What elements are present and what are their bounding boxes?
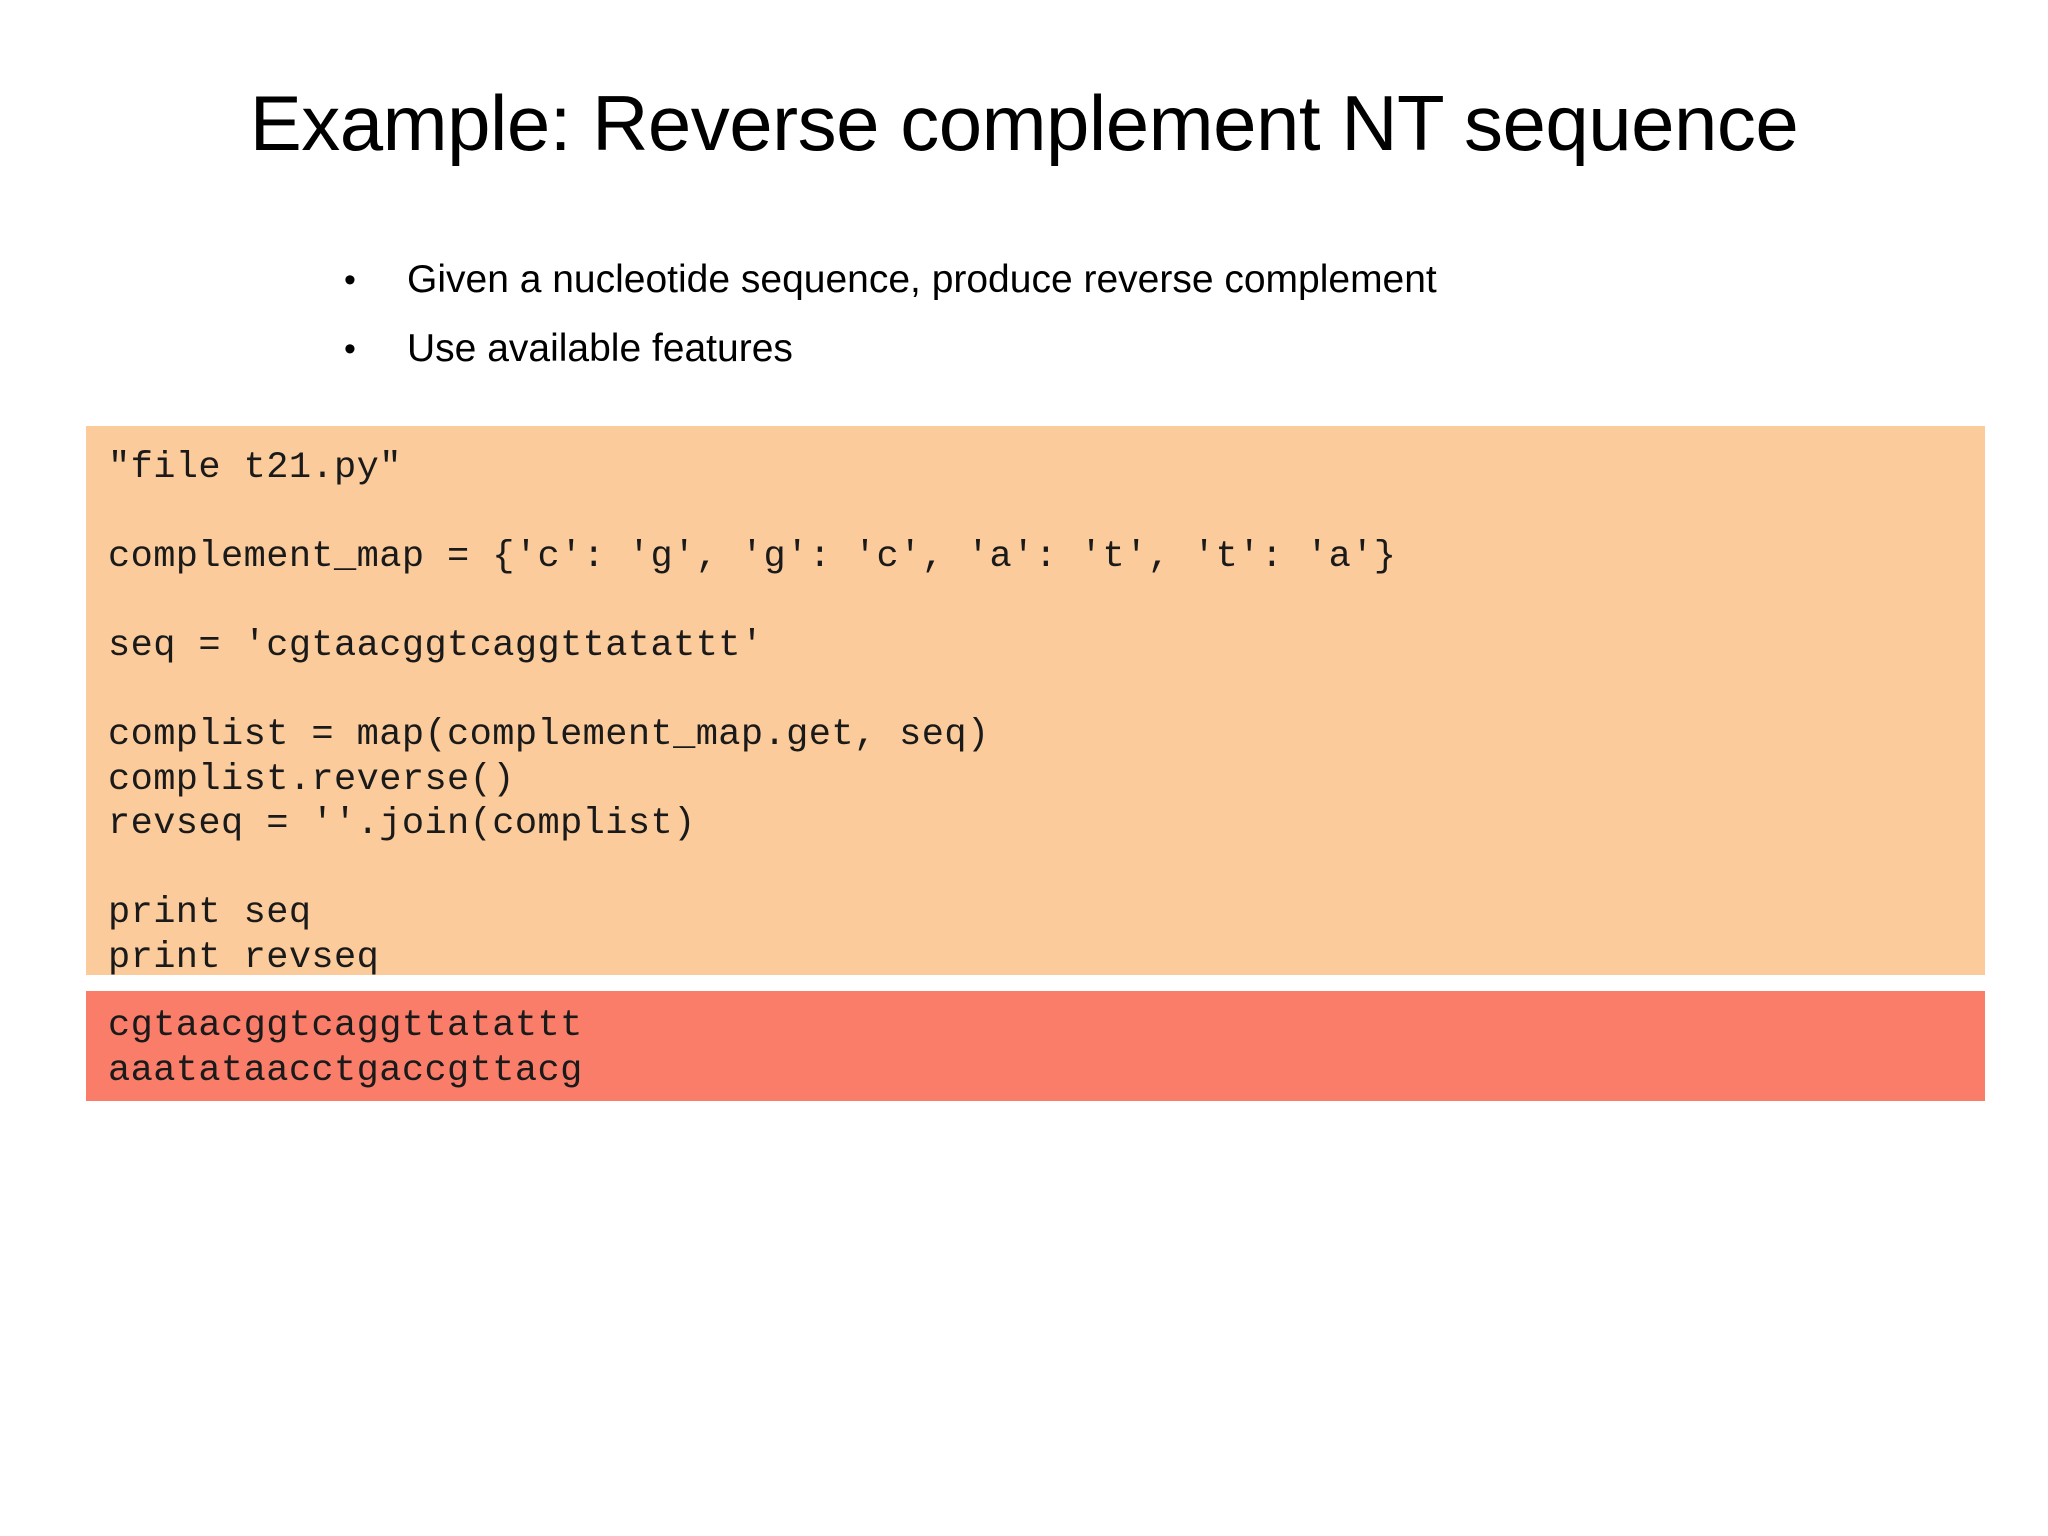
output-block: cgtaacggtcaggttatattt aaatataacctgaccgtt… — [86, 991, 1985, 1101]
bullet-item-label: Use available features — [407, 327, 793, 370]
code-line: "file t21.py" — [108, 447, 402, 489]
code-line-blank — [108, 669, 1985, 714]
code-line: complist.reverse() — [108, 758, 515, 801]
code-line: print revseq — [108, 936, 380, 979]
code-line-blank — [108, 491, 1985, 536]
list-item: • Given a nucleotide sequence, produce r… — [330, 255, 1930, 305]
code-line: complement_map = {'c': 'g', 'g': 'c', 'a… — [108, 536, 1397, 578]
bullet-point-icon: • — [344, 330, 356, 368]
output-line: aaatataacctgaccgttacg — [108, 1049, 583, 1092]
code-line-blank — [108, 580, 1985, 625]
page-title: Example: Reverse complement NT sequence — [249, 79, 1799, 167]
code-line-blank — [108, 847, 1985, 892]
bullet-item-label: Given a nucleotide sequence, produce rev… — [407, 258, 1437, 301]
code-line: complist = map(complement_map.get, seq) — [108, 714, 990, 756]
code-line: revseq = ''.join(complist) — [108, 803, 696, 845]
code-line: seq = 'cgtaacggtcaggttatattt' — [108, 625, 764, 667]
output-line: cgtaacggtcaggttatattt — [108, 1005, 583, 1047]
list-item: • Use available features — [330, 324, 1930, 374]
bullet-list: • Given a nucleotide sequence, produce r… — [330, 255, 1930, 393]
code-block: "file t21.py" complement_map = {'c': 'g'… — [86, 426, 1985, 979]
bullet-point-icon: • — [344, 261, 356, 299]
code-line: print seq — [108, 892, 312, 934]
